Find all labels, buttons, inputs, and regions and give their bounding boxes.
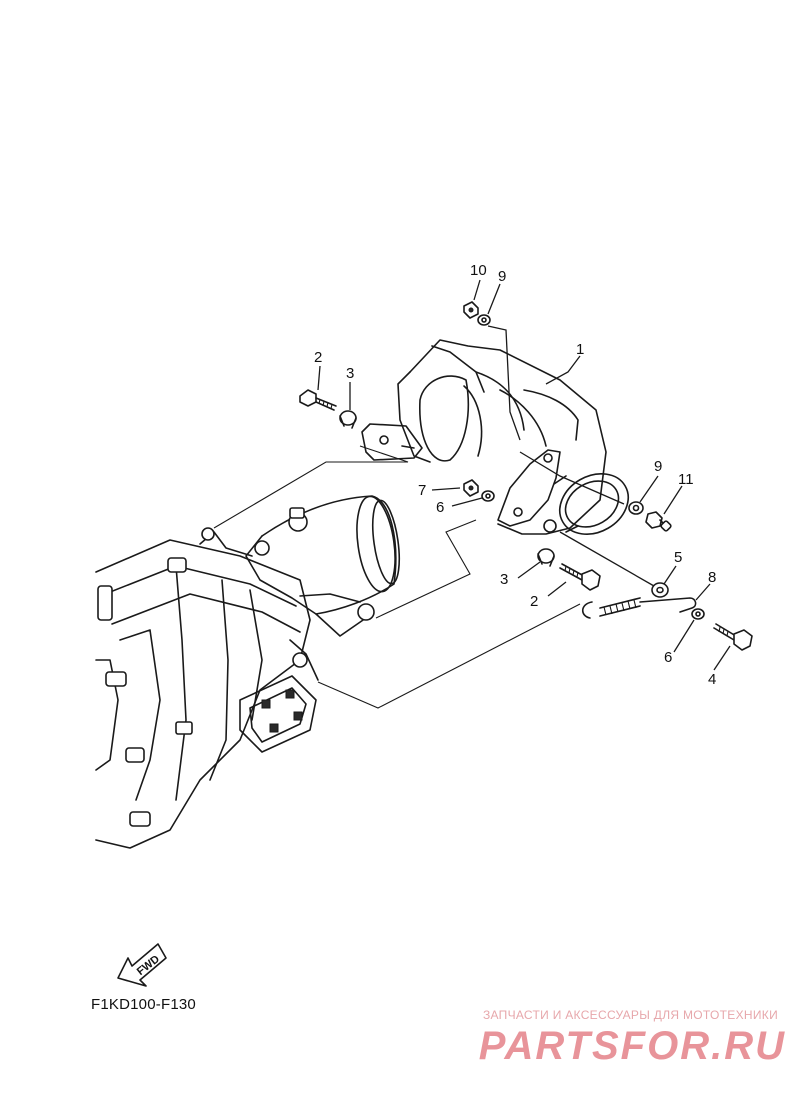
collar-5 — [651, 582, 669, 598]
spring-8 — [581, 597, 697, 619]
bolt-2-bottom — [559, 563, 601, 591]
nut-10 — [463, 301, 479, 319]
callout-labels: 10 9 2 3 1 7 6 9 11 3 2 5 8 6 4 — [314, 262, 716, 688]
nozzle-housing-part-1 — [361, 339, 629, 535]
nut-7 — [463, 479, 479, 497]
callout-8: 8 — [708, 569, 716, 586]
callout-4: 4 — [708, 671, 716, 688]
callout-5: 5 — [674, 549, 682, 566]
collar-3-top — [339, 410, 357, 429]
callout-2-bottom: 2 — [530, 593, 538, 610]
callout-1: 1 — [576, 341, 584, 358]
hardware — [299, 301, 753, 651]
collar-3-bottom — [537, 548, 555, 567]
callout-3-bottom: 3 — [500, 571, 508, 588]
intake-duct — [245, 495, 401, 637]
callout-9-right: 9 — [654, 458, 662, 475]
callout-6-mid: 6 — [436, 499, 444, 516]
callout-2-top: 2 — [314, 349, 322, 366]
fwd-label: FWD — [135, 953, 162, 978]
callout-10: 10 — [470, 262, 487, 279]
assembly-guide-lines — [213, 445, 581, 709]
callout-11: 11 — [678, 471, 694, 488]
callout-3-top: 3 — [346, 365, 354, 382]
watermark-tagline: ЗАПЧАСТИ И АКСЕССУАРЫ ДЛЯ МОТОТЕХНИКИ — [482, 1008, 778, 1022]
callout-6-bottom: 6 — [664, 649, 672, 666]
engine-housing — [95, 527, 319, 849]
bolt-11 — [645, 511, 672, 532]
diagram-code: F1KD100-F130 — [91, 996, 196, 1013]
watermark-brand: PARTSFOR.RU — [478, 1024, 786, 1068]
washer-6-bottom — [691, 608, 705, 620]
bolt-4 — [713, 623, 753, 651]
washer-9-right — [628, 501, 644, 515]
callout-7: 7 — [418, 482, 426, 499]
fwd-arrow-icon: FWD — [117, 943, 167, 987]
washer-6-mid — [481, 490, 495, 502]
bolt-2-top — [299, 389, 337, 411]
callout-9-top: 9 — [498, 268, 506, 285]
leader-lines — [317, 279, 731, 671]
washer-9-top — [477, 314, 491, 326]
